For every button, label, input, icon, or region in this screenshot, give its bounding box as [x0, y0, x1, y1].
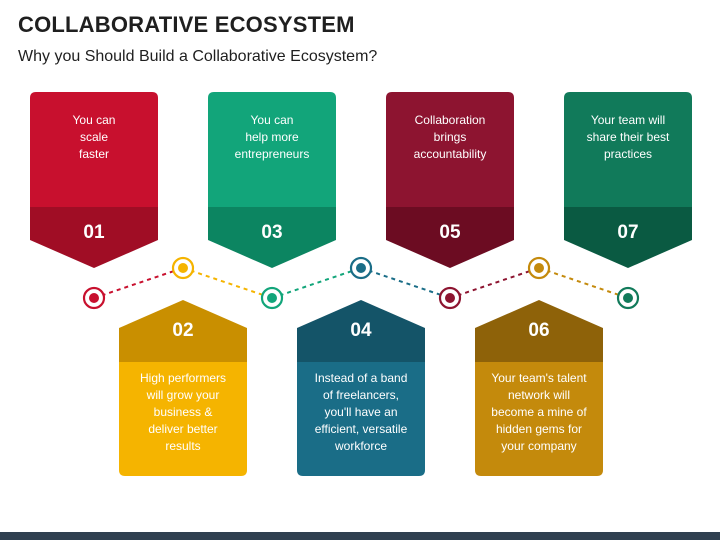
card-text-line: Your team will — [590, 113, 666, 127]
card-band — [119, 300, 247, 362]
card-03 — [208, 92, 336, 268]
card-body — [30, 92, 158, 207]
card-text-line: scale — [79, 130, 108, 144]
card-text-line: business & — [153, 405, 213, 419]
card-06 — [475, 300, 603, 476]
card-number: 04 — [350, 320, 372, 341]
connector-node — [438, 286, 462, 310]
footer-bar — [0, 532, 720, 540]
card-text-line: hidden gems for — [495, 422, 583, 436]
card-description: Collaboration brings accountability — [386, 112, 514, 192]
card-body — [297, 362, 425, 476]
card-band — [30, 207, 158, 268]
card-04 — [297, 300, 425, 476]
card-text-line: help more — [245, 130, 299, 144]
card-text-line: You can — [72, 113, 116, 127]
card-text-line: of freelancers, — [322, 388, 400, 402]
card-text-line: efficient, versatile — [314, 422, 408, 436]
connector-node — [616, 286, 640, 310]
card-number: 03 — [261, 222, 283, 243]
card-text-line: will grow your — [146, 388, 220, 402]
connector-node — [171, 256, 195, 280]
card-text-line: accountability — [413, 147, 487, 161]
card-shapes — [30, 92, 692, 476]
card-body — [119, 362, 247, 476]
card-text-line: your company — [501, 439, 577, 453]
card-number: 07 — [617, 222, 639, 243]
card-05 — [386, 92, 514, 268]
card-text-line: you'll have an — [324, 405, 398, 419]
card-band — [564, 207, 692, 268]
card-text-line: network will — [507, 388, 570, 402]
page-title: COLLABORATIVE ECOSYSTEM — [18, 12, 355, 37]
card-body — [475, 362, 603, 476]
card-description: High performers will grow your business & d… — [119, 370, 247, 470]
card-text-line: become a mine of — [491, 405, 587, 419]
card-text-line: Instead of a band — [314, 371, 408, 385]
card-text-line: faster — [78, 147, 109, 161]
card-number: 02 — [172, 320, 194, 341]
card-description: You can help more entrepreneurs — [208, 112, 336, 192]
card-text-line: results — [165, 439, 201, 453]
card-text-line: brings — [433, 130, 467, 144]
card-number: 06 — [528, 320, 550, 341]
card-band — [208, 207, 336, 268]
card-text-line: entrepreneurs — [234, 147, 310, 161]
card-01 — [30, 92, 158, 268]
card-body — [386, 92, 514, 207]
card-number: 01 — [83, 222, 105, 243]
card-band — [386, 207, 514, 268]
card-band — [475, 300, 603, 362]
card-text-line: Collaboration — [414, 113, 486, 127]
page-subtitle: Why you Should Build a Collaborative Eco… — [18, 48, 378, 65]
connector-node — [260, 286, 284, 310]
card-band — [297, 300, 425, 362]
card-text-line: practices — [603, 147, 653, 161]
connector-node — [527, 256, 551, 280]
card-text-line: High performers — [139, 371, 227, 385]
card-description: Your team will share their best practices — [564, 112, 692, 192]
card-text-line: Your team's talent — [491, 371, 587, 385]
connector-node — [349, 256, 373, 280]
card-body — [564, 92, 692, 207]
card-description: Instead of a band of freelancers, you'll h… — [297, 370, 425, 470]
card-description: You can scale faster — [30, 112, 158, 192]
card-number: 05 — [439, 222, 461, 243]
card-text-line: workforce — [334, 439, 387, 453]
card-text-line: You can — [250, 113, 294, 127]
card-text-line: share their best — [586, 130, 670, 144]
card-description: Your team's talent network will become a m… — [475, 370, 603, 470]
card-07 — [564, 92, 692, 268]
connector-nodes — [82, 256, 640, 310]
connector-node — [82, 286, 106, 310]
card-02 — [119, 300, 247, 476]
card-text-line: deliver better — [148, 422, 218, 436]
card-body — [208, 92, 336, 207]
